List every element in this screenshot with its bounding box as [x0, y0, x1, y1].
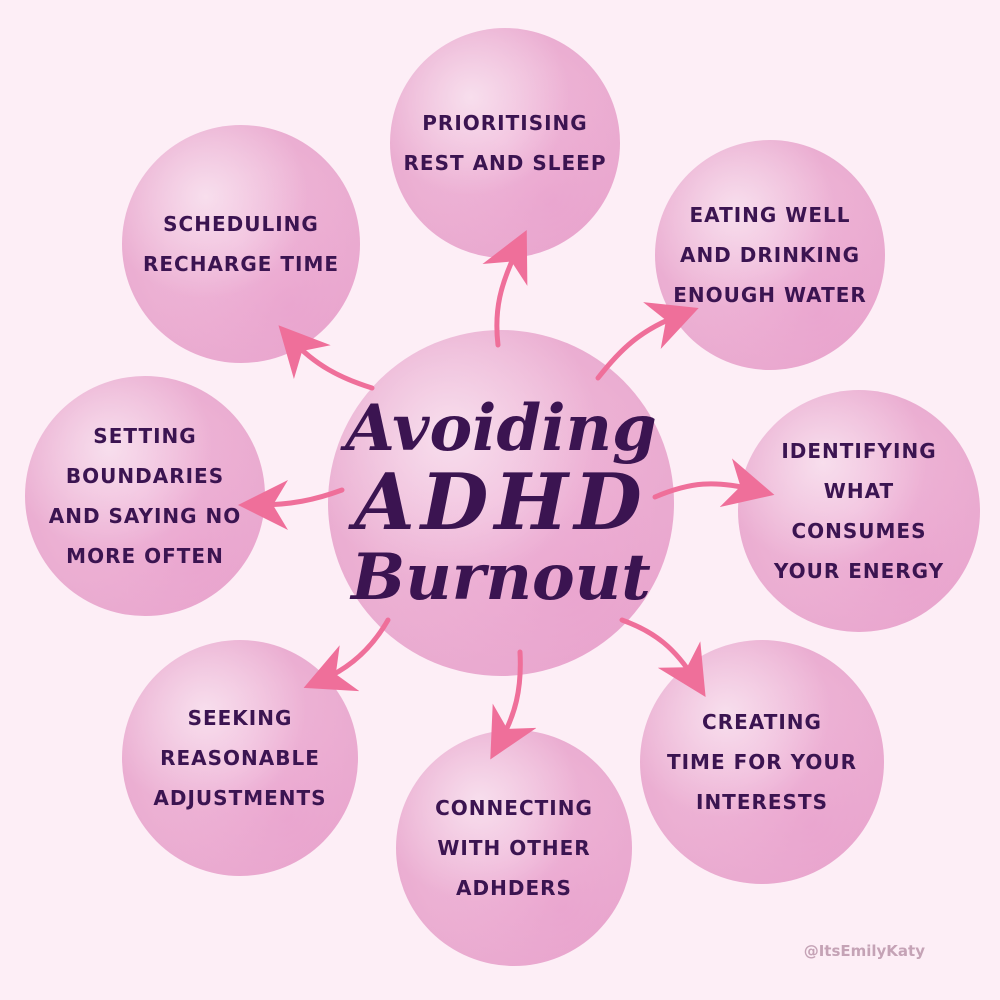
node-prioritising: PRIORITISING REST AND SLEEP — [390, 28, 620, 258]
node-connecting-label: CONNECTING WITH OTHER ADHDERS — [435, 796, 593, 900]
node-prioritising-label: PRIORITISING REST AND SLEEP — [403, 111, 607, 175]
title-line-3: Burnout — [351, 539, 651, 615]
node-identifying: IDENTIFYING WHAT CONSUMES YOUR ENERGY — [738, 390, 980, 632]
center-node: Avoiding ADHD Burnout — [328, 330, 674, 676]
node-identifying-label: IDENTIFYING WHAT CONSUMES YOUR ENERGY — [773, 439, 945, 583]
arrow-to-setting — [238, 479, 345, 530]
node-setting: SETTING BOUNDARIES AND SAYING NO MORE OF… — [25, 376, 265, 616]
node-scheduling-label: SCHEDULING RECHARGE TIME — [142, 212, 340, 276]
arrow-to-eating — [595, 302, 699, 381]
title-line-2: ADHD — [354, 457, 648, 549]
arrow-to-scheduling — [278, 325, 375, 391]
node-scheduling: SCHEDULING RECHARGE TIME — [122, 125, 360, 363]
node-connecting: CONNECTING WITH OTHER ADHDERS — [396, 730, 632, 966]
arrow-to-identifying — [652, 458, 775, 507]
arrow-to-creating — [619, 617, 706, 697]
credit-handle: @ItsEmilyKaty — [803, 942, 925, 960]
center-title: Avoiding ADHD Burnout — [345, 395, 657, 611]
node-setting-label: SETTING BOUNDARIES AND SAYING NO MORE OF… — [48, 424, 242, 568]
arrow-to-seeking — [303, 617, 391, 692]
node-eating: EATING WELL AND DRINKING ENOUGH WATER — [655, 140, 885, 370]
arrow-to-prioritising — [482, 230, 528, 348]
node-seeking-label: SEEKING REASONABLE ADJUSTMENTS — [153, 706, 327, 810]
title-line-1: Avoiding — [345, 390, 657, 466]
node-creating-label: CREATING TIME FOR YOUR INTERESTS — [666, 710, 858, 814]
node-eating-label: EATING WELL AND DRINKING ENOUGH WATER — [673, 203, 867, 307]
arrow-to-connecting — [490, 649, 537, 760]
